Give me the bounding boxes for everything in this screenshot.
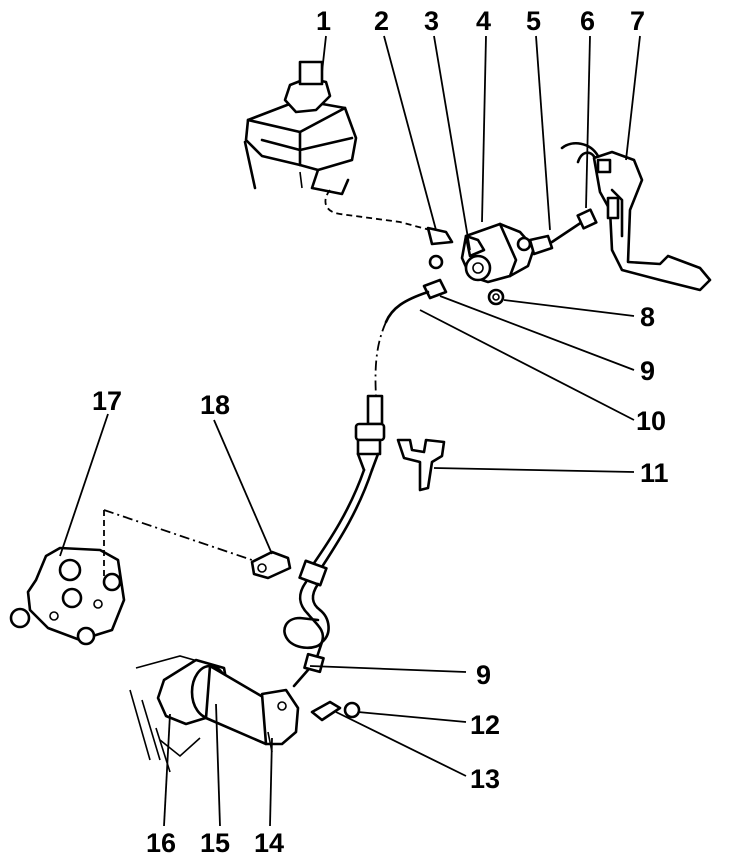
connector-18 [250, 550, 292, 580]
clutch-pedal [560, 142, 712, 292]
bracket-mount-line [103, 509, 253, 561]
callout-1: 1 [316, 6, 331, 36]
nut-8 [487, 288, 505, 306]
clutch-pressure-line [283, 278, 448, 688]
callout-12: 12 [470, 710, 500, 740]
callout-6: 6 [580, 6, 595, 36]
bracket-11 [396, 438, 446, 492]
callout-9-upper: 9 [640, 356, 655, 386]
slave-cylinder-assembly [129, 655, 300, 773]
callout-11: 11 [640, 458, 669, 488]
callout-13: 13 [470, 764, 500, 794]
callout-10: 10 [636, 406, 666, 436]
reservoir-feed-hose [324, 189, 431, 231]
brake-fluid-reservoir [243, 60, 358, 196]
callout-8: 8 [640, 302, 655, 332]
bleeder-valve-13 [310, 700, 342, 722]
callout-4: 4 [476, 6, 491, 36]
callout-7: 7 [630, 6, 645, 36]
gearbox-bracket-17 [9, 546, 126, 646]
callout-3: 3 [424, 6, 439, 36]
callout-17: 17 [92, 386, 122, 416]
callout-2: 2 [374, 6, 389, 36]
callout-labels: 1 2 3 4 5 6 7 8 9 10 11 17 18 9 12 13 16… [92, 6, 669, 858]
leader-lines [59, 35, 641, 827]
callout-16: 16 [146, 828, 176, 858]
callout-18: 18 [200, 390, 230, 420]
clutch-master-cylinder [426, 208, 598, 284]
callout-5: 5 [526, 6, 541, 36]
callout-15: 15 [200, 828, 230, 858]
cap-12 [343, 701, 361, 719]
nut-left [428, 254, 444, 270]
callout-14: 14 [254, 828, 284, 858]
callout-9-lower: 9 [476, 660, 491, 690]
